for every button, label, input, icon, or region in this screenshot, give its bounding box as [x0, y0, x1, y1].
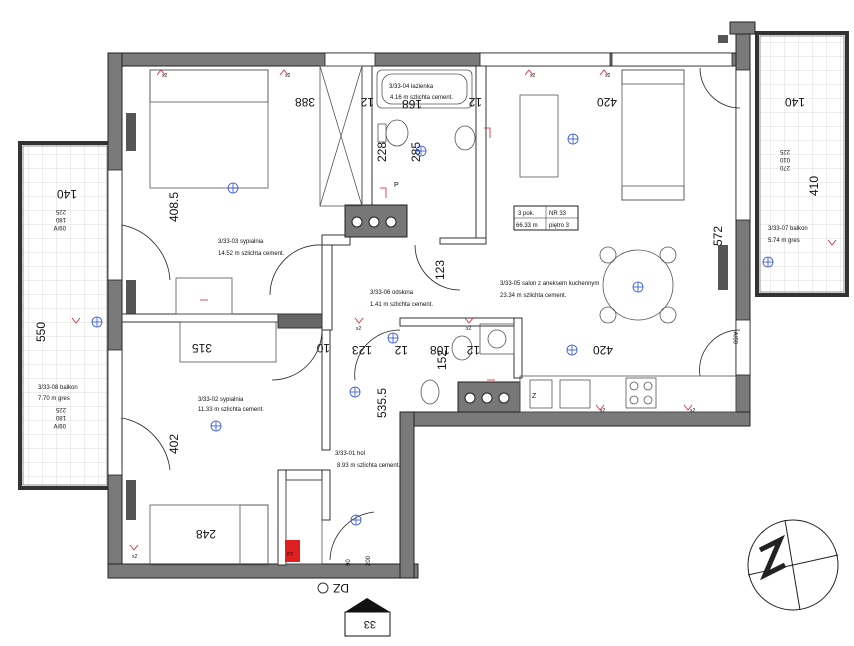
dim-572: 572	[711, 226, 725, 246]
dim-140b: 140	[57, 187, 77, 201]
dim-140a: 140	[785, 95, 805, 109]
svg-text:8.93 m szlichta cement.: 8.93 m szlichta cement.	[337, 463, 400, 469]
svg-text:1.41 m szlichta cement.: 1.41 m szlichta cement.	[370, 302, 433, 308]
svg-text:09/∀: 09/∀	[733, 331, 740, 344]
dim-228: 228	[375, 142, 389, 162]
svg-text:3/33-04 łazienka: 3/33-04 łazienka	[389, 84, 434, 90]
dim-420a: 420	[597, 95, 617, 109]
dim-200: 200	[366, 555, 372, 566]
svg-text:x2: x2	[690, 408, 696, 414]
svg-text:23.34 m szlichta cement.: 23.34 m szlichta cement.	[500, 293, 567, 299]
x2-labels: x2 x2 x2 x2 x2 x2 x2 x2 x2	[132, 73, 696, 560]
svg-text:3/33-06 odsłona: 3/33-06 odsłona	[370, 290, 414, 296]
svg-text:4.16 m szlichta cement.: 4.16 m szlichta cement.	[390, 95, 453, 101]
svg-text:180: 180	[55, 216, 66, 222]
p-label: P	[394, 182, 399, 189]
svg-text:x2: x2	[600, 408, 606, 414]
entrance-number: 33	[364, 618, 376, 630]
dim-248: 248	[196, 527, 216, 541]
dim-388: 388	[295, 95, 315, 109]
svg-text:270: 270	[779, 164, 790, 170]
pt-marker	[285, 540, 300, 562]
ventilation-shafts	[344, 204, 521, 413]
svg-text:x2: x2	[466, 326, 472, 332]
dim-90: 90	[346, 559, 352, 566]
svg-text:180: 180	[55, 414, 66, 420]
svg-text:010: 010	[779, 156, 790, 162]
dim-12b: 12	[468, 95, 482, 109]
dim-168: 168	[402, 97, 422, 111]
svg-text:09/∀: 09/∀	[53, 422, 66, 429]
svg-text:3/33-02 sypialnia: 3/33-02 sypialnia	[198, 397, 244, 403]
balcony-left	[18, 141, 112, 490]
room-labels: 3/33-04 łazienka 4.16 m szlichta cement.…	[38, 84, 808, 469]
svg-text:66.33 m: 66.33 m	[516, 223, 538, 229]
svg-text:piętro 3: piętro 3	[549, 223, 570, 229]
dim-12d: 12	[466, 343, 480, 357]
svg-text:09/∀: 09/∀	[53, 224, 66, 231]
window-frames	[126, 35, 728, 520]
svg-text:5.74 m gres: 5.74 m gres	[768, 238, 800, 244]
balcony-right	[755, 31, 849, 297]
door-swings	[121, 67, 741, 561]
svg-text:x2: x2	[530, 73, 536, 79]
svg-text:3/33-05 salon z aneksem kuchen: 3/33-05 salon z aneksem kuchennym	[500, 281, 599, 287]
dim-12a: 12	[360, 95, 374, 109]
svg-text:3/33-03 sypialnia: 3/33-03 sypialnia	[218, 239, 264, 245]
dim-123b: 123	[352, 343, 372, 357]
interior-walls	[121, 65, 523, 566]
dim-4085: 408.5	[167, 192, 181, 222]
dim-108: 108	[430, 343, 450, 357]
dim-123a: 123	[433, 260, 447, 280]
red-markers	[71, 69, 837, 551]
svg-text:225: 225	[55, 208, 66, 214]
svg-text:x2: x2	[162, 73, 168, 79]
socket-icons	[91, 133, 774, 526]
svg-text:3/33-08 balkon: 3/33-08 balkon	[38, 385, 78, 391]
svg-text:225: 225	[55, 406, 66, 412]
north-arrow	[747, 519, 839, 611]
unit-summary: 3 pok. NR 33 66.33 m piętro 3	[513, 205, 579, 231]
entrance-label: DZ	[333, 581, 349, 595]
windows	[107, 52, 751, 476]
dim-10: 10	[316, 341, 330, 355]
svg-text:x2: x2	[285, 73, 291, 79]
svg-text:NR 33: NR 33	[549, 211, 567, 217]
dim-152: 152	[435, 350, 449, 370]
dim-5355: 535.5	[375, 388, 389, 418]
dim-410: 410	[807, 176, 821, 196]
svg-text:x2: x2	[356, 326, 362, 332]
svg-text:x2: x2	[605, 73, 611, 79]
dimension-labels: 388 168 12 12 420 140 228 285 408.5 572 …	[34, 95, 821, 566]
z-label: Z	[532, 393, 537, 400]
svg-text:11.33 m szlichta cement.: 11.33 m szlichta cement.	[198, 407, 264, 413]
dim-402: 402	[167, 434, 181, 454]
dim-315: 315	[192, 341, 212, 355]
dim-550: 550	[34, 322, 48, 342]
svg-text:3 pok.: 3 pok.	[518, 211, 535, 217]
svg-text:3/33-07 balkon: 3/33-07 balkon	[768, 226, 808, 232]
svg-text:14.52 m szlichta cement.: 14.52 m szlichta cement.	[218, 251, 285, 257]
svg-text:x2: x2	[132, 554, 138, 560]
balcony-tile-labels: 180 225 09/∀ 180 225 010 270 225 09/∀ 09…	[53, 148, 790, 429]
svg-text:7.70 m gres: 7.70 m gres	[38, 396, 70, 402]
svg-text:3/33-01 hol: 3/33-01 hol	[335, 451, 365, 457]
entrance-marker	[317, 582, 391, 637]
furniture	[149, 65, 737, 566]
pt-label: PT	[287, 552, 293, 558]
dim-12c: 12	[394, 343, 408, 357]
svg-text:225: 225	[779, 148, 790, 154]
dim-420b: 420	[593, 343, 613, 357]
